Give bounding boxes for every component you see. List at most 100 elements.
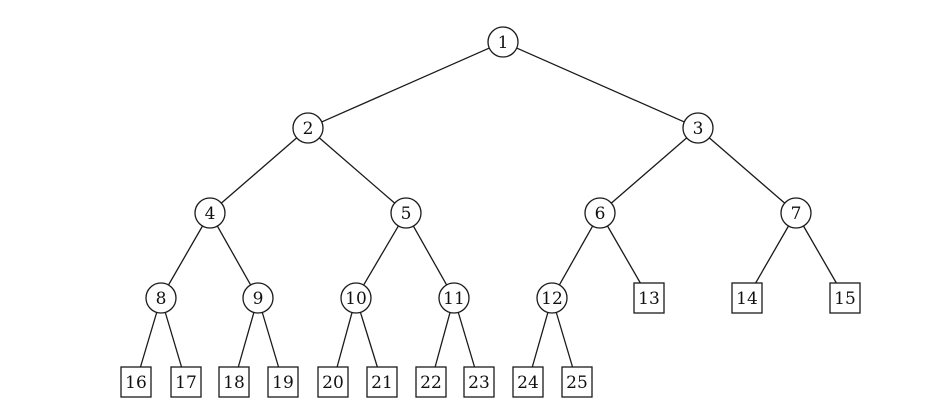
internal-node-7: 7 xyxy=(780,197,812,229)
edge-6-12 xyxy=(558,225,594,286)
node-label: 12 xyxy=(541,289,563,309)
leaf-node-23: 23 xyxy=(463,366,495,398)
leaf-node-13: 13 xyxy=(633,282,665,314)
leaf-node-16: 16 xyxy=(120,366,152,398)
node-label: 17 xyxy=(175,373,197,393)
square-node-shape xyxy=(731,282,763,314)
square-node-shape xyxy=(561,366,593,398)
leaf-node-25: 25 xyxy=(561,366,593,398)
square-node-shape xyxy=(463,366,495,398)
square-node-shape xyxy=(512,366,544,398)
edge-8-16 xyxy=(139,312,158,368)
node-label: 13 xyxy=(638,289,660,309)
edge-2-5 xyxy=(318,137,396,204)
node-label: 19 xyxy=(272,373,294,393)
node-label: 11 xyxy=(443,289,465,309)
edge-11-23 xyxy=(457,312,476,368)
node-label: 9 xyxy=(253,289,264,309)
square-node-shape xyxy=(366,366,398,398)
square-node-shape xyxy=(170,366,202,398)
internal-node-8: 8 xyxy=(145,282,177,314)
square-node-shape xyxy=(829,282,861,314)
edge-5-10 xyxy=(363,225,399,286)
square-node-shape xyxy=(633,282,665,314)
node-label: 5 xyxy=(401,204,412,224)
edge-5-11 xyxy=(412,225,448,286)
internal-node-6: 6 xyxy=(584,197,616,229)
edge-10-21 xyxy=(359,312,378,368)
edge-12-24 xyxy=(531,312,549,368)
square-node-shape xyxy=(415,366,447,398)
internal-node-1: 1 xyxy=(487,26,519,58)
edge-2-4 xyxy=(220,137,298,204)
leaf-node-24: 24 xyxy=(512,366,544,398)
leaf-node-20: 20 xyxy=(317,366,349,398)
square-node-shape xyxy=(317,366,349,398)
edge-7-15 xyxy=(802,225,837,284)
circle-node-shape xyxy=(536,282,568,314)
node-label: 15 xyxy=(834,289,856,309)
leaf-node-14: 14 xyxy=(731,282,763,314)
leaf-node-18: 18 xyxy=(218,366,250,398)
circle-node-shape xyxy=(682,112,714,144)
internal-node-5: 5 xyxy=(390,197,422,229)
internal-node-4: 4 xyxy=(194,197,226,229)
edge-9-19 xyxy=(261,312,280,368)
circle-node-shape xyxy=(145,282,177,314)
node-label: 7 xyxy=(791,204,802,224)
node-label: 6 xyxy=(595,204,606,224)
edge-7-14 xyxy=(755,225,790,284)
node-label: 16 xyxy=(125,373,147,393)
tree-edges xyxy=(139,47,837,368)
circle-node-shape xyxy=(390,197,422,229)
node-label: 3 xyxy=(693,119,704,139)
circle-node-shape xyxy=(780,197,812,229)
edge-10-20 xyxy=(336,312,353,368)
internal-node-12: 12 xyxy=(536,282,568,314)
node-label: 22 xyxy=(420,373,442,393)
node-label: 1 xyxy=(498,33,509,53)
node-label: 8 xyxy=(156,289,167,309)
edge-4-9 xyxy=(216,225,252,286)
node-label: 14 xyxy=(736,289,758,309)
internal-node-3: 3 xyxy=(682,112,714,144)
leaf-node-15: 15 xyxy=(829,282,861,314)
internal-node-10: 10 xyxy=(340,282,372,314)
internal-node-9: 9 xyxy=(242,282,274,314)
square-node-shape xyxy=(218,366,250,398)
internal-node-2: 2 xyxy=(292,112,324,144)
node-label: 25 xyxy=(566,373,588,393)
edge-1-2 xyxy=(321,47,490,123)
edge-6-13 xyxy=(606,225,641,284)
circle-node-shape xyxy=(292,112,324,144)
edge-1-3 xyxy=(516,47,685,123)
node-label: 24 xyxy=(517,373,539,393)
node-label: 2 xyxy=(303,119,314,139)
circle-node-shape xyxy=(584,197,616,229)
node-label: 23 xyxy=(468,373,490,393)
square-node-shape xyxy=(120,366,152,398)
leaf-node-19: 19 xyxy=(267,366,299,398)
edge-3-7 xyxy=(708,137,786,204)
circle-node-shape xyxy=(438,282,470,314)
circle-node-shape xyxy=(194,197,226,229)
edge-9-18 xyxy=(237,312,255,368)
circle-node-shape xyxy=(242,282,274,314)
edge-12-25 xyxy=(555,312,574,368)
edge-8-17 xyxy=(164,312,183,368)
node-label: 4 xyxy=(205,204,216,224)
leaf-node-21: 21 xyxy=(366,366,398,398)
square-node-shape xyxy=(267,366,299,398)
edge-3-6 xyxy=(610,137,688,204)
node-label: 18 xyxy=(223,373,245,393)
edge-4-8 xyxy=(167,225,204,286)
node-label: 10 xyxy=(345,289,367,309)
node-label: 21 xyxy=(371,373,393,393)
internal-node-11: 11 xyxy=(438,282,470,314)
edge-11-22 xyxy=(434,312,451,368)
circle-node-shape xyxy=(487,26,519,58)
leaf-node-22: 22 xyxy=(415,366,447,398)
leaf-node-17: 17 xyxy=(170,366,202,398)
